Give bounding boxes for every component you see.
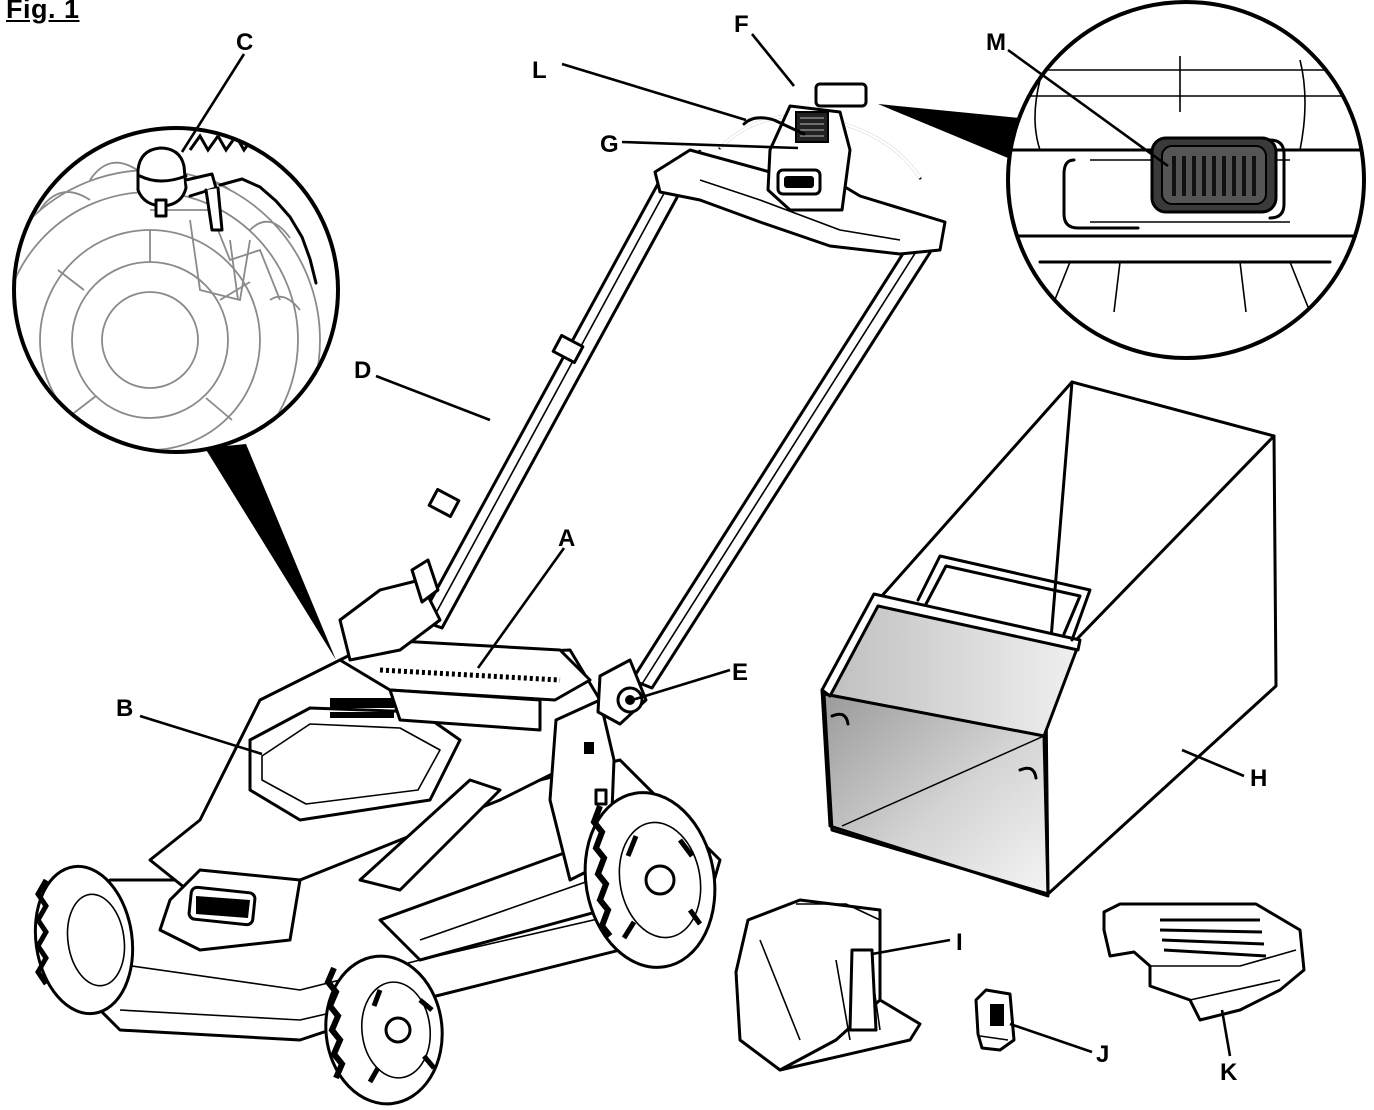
grass-catcher-bag — [820, 380, 1278, 898]
callout-d: D — [354, 357, 371, 384]
callout-c: C — [236, 29, 253, 56]
callout-f: F — [734, 11, 749, 38]
leader-m — [1007, 48, 1169, 168]
callout-g: G — [600, 131, 619, 158]
zoom-view-height-adjuster — [12, 126, 340, 660]
callout-e: E — [732, 659, 748, 686]
leader-d — [375, 374, 491, 422]
leader-e — [631, 668, 731, 702]
callout-a: A — [558, 525, 575, 552]
wheel-front-left — [33, 864, 135, 1016]
leader-a — [476, 547, 566, 669]
leader-b — [139, 714, 263, 756]
callout-leaders — [139, 33, 1245, 1057]
leader-f — [750, 33, 796, 87]
leader-g — [621, 140, 799, 150]
wheel-front-right — [324, 954, 444, 1106]
mower-handle — [418, 82, 958, 690]
wheel-rear-right — [583, 791, 717, 969]
leader-j — [1009, 1022, 1093, 1054]
leader-i — [871, 938, 951, 956]
zoom-view-handle-button — [878, 0, 1366, 360]
leader-l — [561, 62, 747, 122]
safety-key — [974, 988, 1016, 1052]
side-discharge-chute — [1102, 902, 1306, 1022]
mower-body — [58, 558, 722, 1042]
callout-m: M — [986, 29, 1006, 56]
leader-k — [1220, 1009, 1232, 1057]
leader-c — [180, 53, 246, 153]
callout-j: J — [1096, 1041, 1109, 1068]
callout-b: B — [116, 695, 133, 722]
mulching-plug — [734, 898, 922, 1072]
zoom-pointer-m — [878, 104, 1020, 158]
callout-l: L — [532, 57, 547, 84]
callout-k: K — [1220, 1059, 1238, 1086]
zoom-pointer-c — [205, 444, 336, 660]
leader-h — [1181, 748, 1245, 778]
callout-h: H — [1250, 765, 1267, 792]
callout-i: I — [956, 929, 963, 956]
figure-title: Fig. 1 — [6, 0, 80, 24]
switch-button-g — [795, 111, 829, 143]
callout-labels: C F L G M D A E B H I J K — [116, 11, 1267, 1086]
